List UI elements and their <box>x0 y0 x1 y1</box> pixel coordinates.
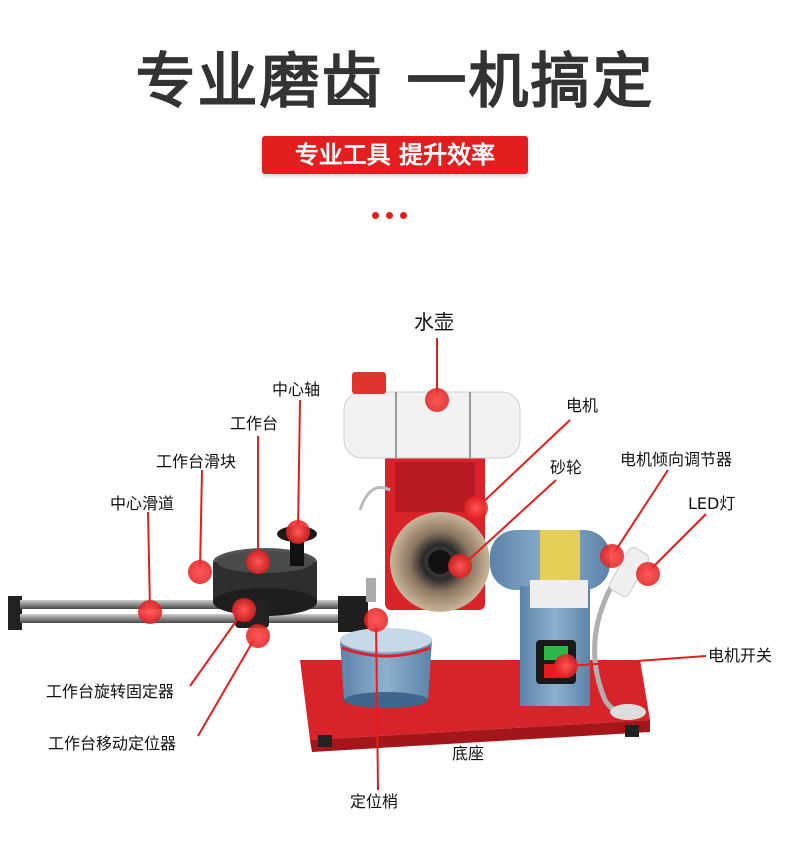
dot-center-shaft <box>286 520 310 544</box>
leader-lines <box>147 338 707 791</box>
label-table-move-locator: 工作台移动定位器 <box>48 734 177 753</box>
dot-rail <box>138 600 162 624</box>
label-base: 底座 <box>452 744 485 763</box>
label-locating-pin: 定位梢 <box>350 792 399 811</box>
blue-cup <box>340 628 432 708</box>
label-motor-switch: 电机开关 <box>708 646 773 665</box>
dot-switch <box>554 654 578 678</box>
label-center-rail: 中心滑道 <box>110 494 175 513</box>
water-tank <box>343 372 521 459</box>
dot-tilt <box>600 544 624 568</box>
label-motor: 电机 <box>566 396 599 415</box>
label-water-tank: 水壶 <box>414 310 454 334</box>
callout-dots <box>138 388 660 678</box>
label-table: 工作台 <box>230 414 279 433</box>
subtitle-banner: 专业工具 提升效率 <box>262 136 528 174</box>
dot-move-locator <box>246 624 270 648</box>
label-center-shaft: 中心轴 <box>272 380 321 399</box>
label-motor-tilt-adjuster: 电机倾向调节器 <box>620 450 733 469</box>
label-led-light: LED灯 <box>688 494 736 513</box>
decorative-dots <box>372 204 418 219</box>
center-rail <box>8 596 340 630</box>
blue-motor-housing <box>490 530 610 706</box>
page-headline: 专业磨齿 一机搞定 <box>135 47 655 117</box>
dot-locating-pin <box>364 608 388 632</box>
grinding-wheel <box>390 512 490 612</box>
dot-motor <box>464 496 488 520</box>
locator-block <box>338 578 376 632</box>
label-table-slider: 工作台滑块 <box>156 452 237 471</box>
dot-water-tank <box>425 388 449 412</box>
label-grinding-wheel: 砂轮 <box>550 458 583 477</box>
dot-rotation-lock <box>232 598 256 622</box>
label-table-rotation-lock: 工作台旋转固定器 <box>46 682 175 701</box>
dot-wheel <box>448 554 472 578</box>
led-lamp <box>592 547 650 720</box>
dot-table-slider <box>188 560 212 584</box>
dot-table <box>246 550 270 574</box>
dot-led <box>636 562 660 586</box>
